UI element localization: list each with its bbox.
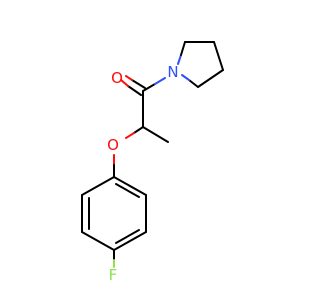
bond-carbonyl-double-b [131,79,146,89]
atom-label-nitrogen: N [167,63,178,81]
bond-benzene-inner-1 [115,183,140,198]
bond-c-n-blue [154,77,166,85]
bond-c-n [142,83,156,92]
atom-label-fluorine: F [109,266,118,284]
bond-benzene-4-5 [81,231,115,251]
bond-benzene-6-1 [81,176,115,196]
bond-carbonyl-double-a-o [120,79,129,87]
bond-benzene-3-4 [113,231,147,251]
bond-ring-c4-n [181,74,190,81]
bond-ring-c4-n-black [188,79,199,88]
atom-label-ether-oxygen: O [107,136,119,154]
bond-ring-c3-c4 [197,69,224,88]
chemical-structure-diagram: O N O F [81,41,224,284]
bond-benzene-inner-2 [115,229,140,244]
bond-alpha-methyl [142,126,169,143]
bond-ring-c2-c3 [213,41,224,71]
bond-carbonyl-double-a [127,85,142,96]
bond-ring-n-c1-black [180,41,186,56]
bond-alpha-o-red [125,132,135,139]
bond-carbonyl-double-b-o [125,75,133,81]
bond-alpha-o [133,126,144,134]
bond-ring-n-c1 [177,54,182,65]
bond-benzene-1-2 [113,176,147,196]
atom-label-carbonyl-oxygen: O [111,69,123,87]
